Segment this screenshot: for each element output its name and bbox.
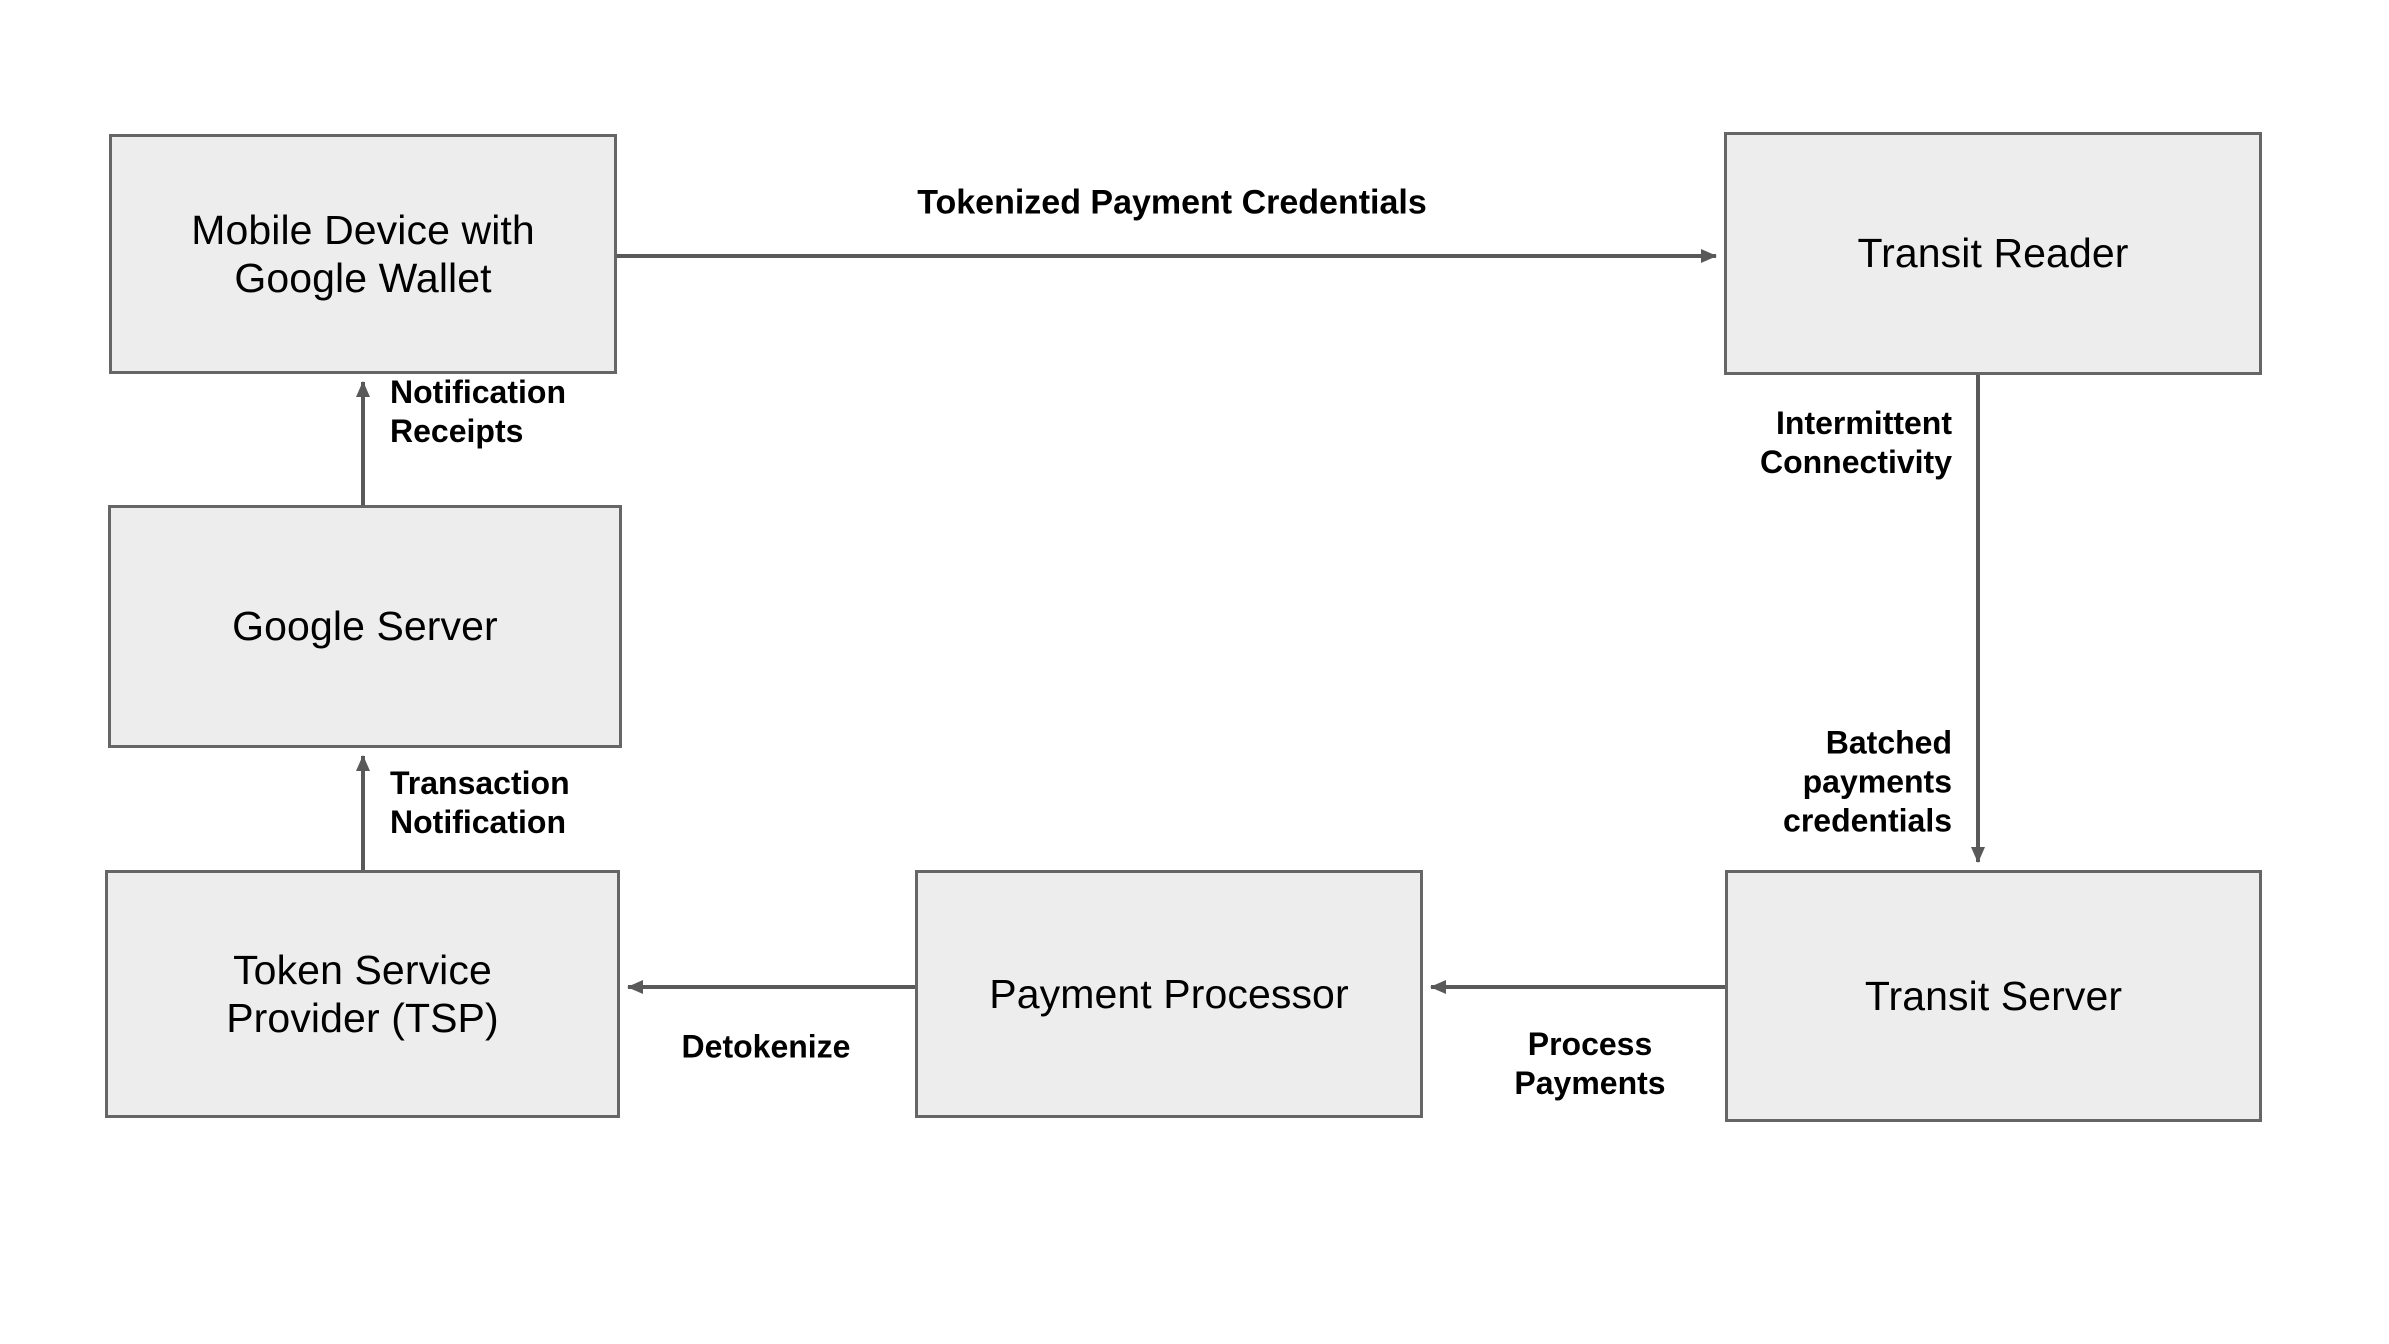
node-payment-processor[interactable]: Payment Processor	[915, 870, 1423, 1118]
edge-label-notification-receipts: Notification Receipts	[390, 373, 566, 449]
node-token-service-provider[interactable]: Token Service Provider (TSP)	[105, 870, 620, 1118]
node-transit-server[interactable]: Transit Server	[1725, 870, 2262, 1122]
node-google-server[interactable]: Google Server	[108, 505, 622, 748]
edge-label-intermittent-connectivity: Intermittent Connectivity	[1759, 404, 1952, 480]
edge-label-process-payments: Process Payments	[1514, 1025, 1666, 1101]
edge-label-tokenized-payment-credentials: Tokenized Payment Credentials	[917, 183, 1427, 222]
edge-label-transaction-notification: Transaction Notification	[390, 764, 570, 840]
edge-label-detokenize: Detokenize	[681, 1028, 851, 1065]
node-transit-reader[interactable]: Transit Reader	[1724, 132, 2262, 375]
node-mobile-device-with-google-wallet[interactable]: Mobile Device with Google Wallet	[109, 134, 617, 374]
edge-label-batched-payments-credentials: Batched payments credentials	[1783, 724, 1952, 839]
